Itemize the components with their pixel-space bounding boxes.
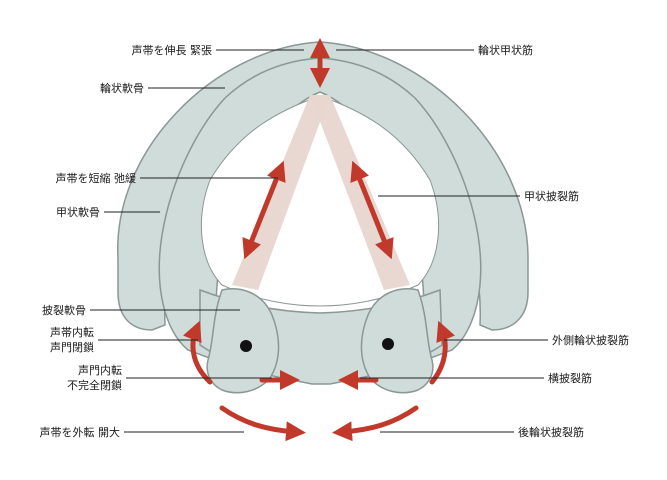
arrow-left-abduct: [219, 405, 306, 442]
label-thyroarytenoid: 甲状披裂筋: [524, 189, 579, 203]
label-incomplete-2: 不完全閉鎖: [67, 378, 122, 392]
label-cricoid: 輪状軟骨: [100, 81, 144, 95]
label-arytenoid: 披裂軟骨: [42, 303, 86, 317]
label-thyroid: 甲状軟骨: [56, 205, 100, 219]
left-arytenoid: [206, 288, 280, 394]
label-vocal-shorten: 声帯を短縮 弛緩: [56, 171, 137, 185]
label-cricothyroid: 輪状甲状筋: [478, 43, 533, 57]
label-abduct: 声帯を外転 開大: [40, 425, 121, 439]
right-arytenoid-dot: [382, 338, 394, 350]
label-transverse: 横披裂筋: [548, 371, 592, 385]
label-adduct-2: 声門閉鎖: [50, 340, 94, 354]
label-lateral-cricoarytenoid: 外側輪状披裂筋: [552, 333, 629, 347]
right-arytenoid: [360, 288, 434, 394]
arrow-left-shorten: [242, 160, 286, 260]
label-adduct-1: 声帯内転: [50, 325, 94, 339]
arrow-right-abduct: [332, 405, 419, 442]
left-arytenoid-dot: [240, 340, 252, 352]
label-posterior: 後輪状披裂筋: [518, 425, 584, 439]
label-incomplete-1: 声門内転: [78, 363, 122, 377]
arrow-right-shorten: [350, 160, 394, 260]
label-vocal-tension: 声帯を伸長 緊張: [132, 43, 213, 57]
